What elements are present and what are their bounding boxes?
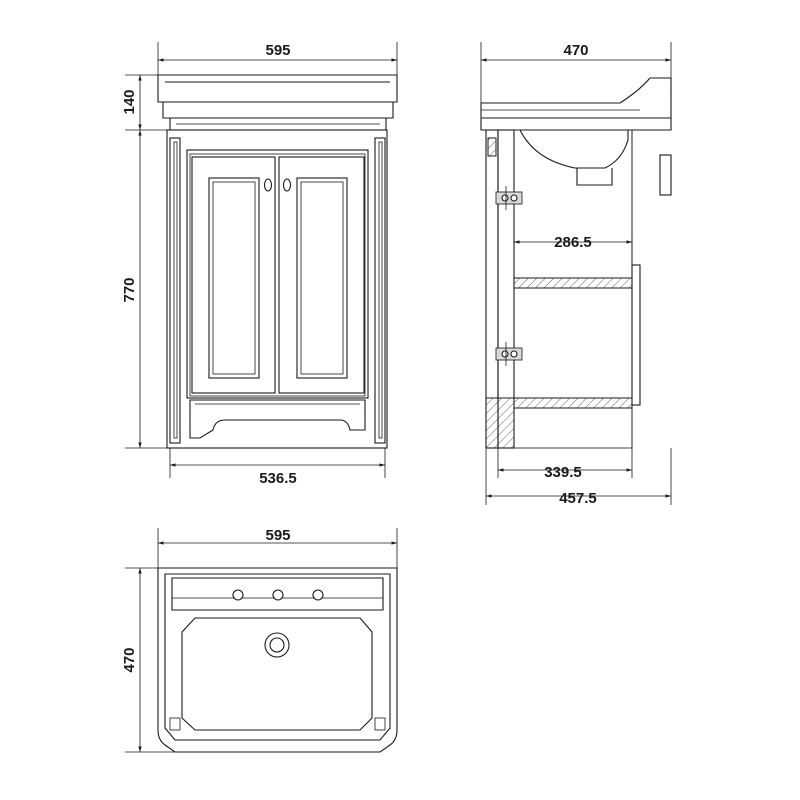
front-plinth bbox=[189, 399, 366, 439]
side-dimensions: 470 286.5 339.5 457.5 bbox=[480, 42, 672, 507]
front-cabinet bbox=[166, 129, 388, 449]
left-knob bbox=[263, 178, 273, 192]
top-view: 595 470 bbox=[121, 527, 398, 753]
top-width-label: 595 bbox=[265, 527, 290, 544]
tap-hole-center bbox=[272, 589, 284, 601]
side-depth-label: 470 bbox=[563, 42, 588, 59]
lower-hinge bbox=[495, 342, 523, 366]
basin-height-label: 140 bbox=[121, 89, 138, 114]
inner-depth-label: 286.5 bbox=[554, 234, 592, 251]
left-door bbox=[191, 156, 276, 394]
right-knob bbox=[282, 178, 292, 192]
drain-outer bbox=[264, 632, 290, 658]
cabinet-width-label: 536.5 bbox=[259, 470, 297, 487]
drain-inner bbox=[269, 637, 285, 653]
upper-hinge bbox=[495, 186, 523, 210]
tap-hole-right bbox=[312, 589, 324, 601]
cabinet-depth-label: 339.5 bbox=[544, 464, 582, 481]
front-view: 595 140 770 536.5 bbox=[121, 42, 398, 487]
side-basin bbox=[480, 77, 672, 196]
right-door bbox=[278, 156, 365, 394]
front-width-label: 595 bbox=[265, 42, 290, 59]
front-dimensions: 595 140 770 536.5 bbox=[121, 42, 398, 487]
top-bowl bbox=[181, 617, 373, 731]
side-cabinet bbox=[485, 129, 641, 449]
top-depth-label: 470 bbox=[121, 647, 138, 672]
tap-hole-left bbox=[232, 589, 244, 601]
cabinet-height-label: 770 bbox=[121, 277, 138, 302]
top-dimensions: 595 470 bbox=[121, 527, 398, 753]
overall-depth-label: 457.5 bbox=[559, 490, 597, 507]
side-view: 470 286.5 339.5 457.5 bbox=[480, 42, 672, 507]
front-basin bbox=[157, 74, 398, 131]
top-basin-outline bbox=[157, 567, 398, 753]
